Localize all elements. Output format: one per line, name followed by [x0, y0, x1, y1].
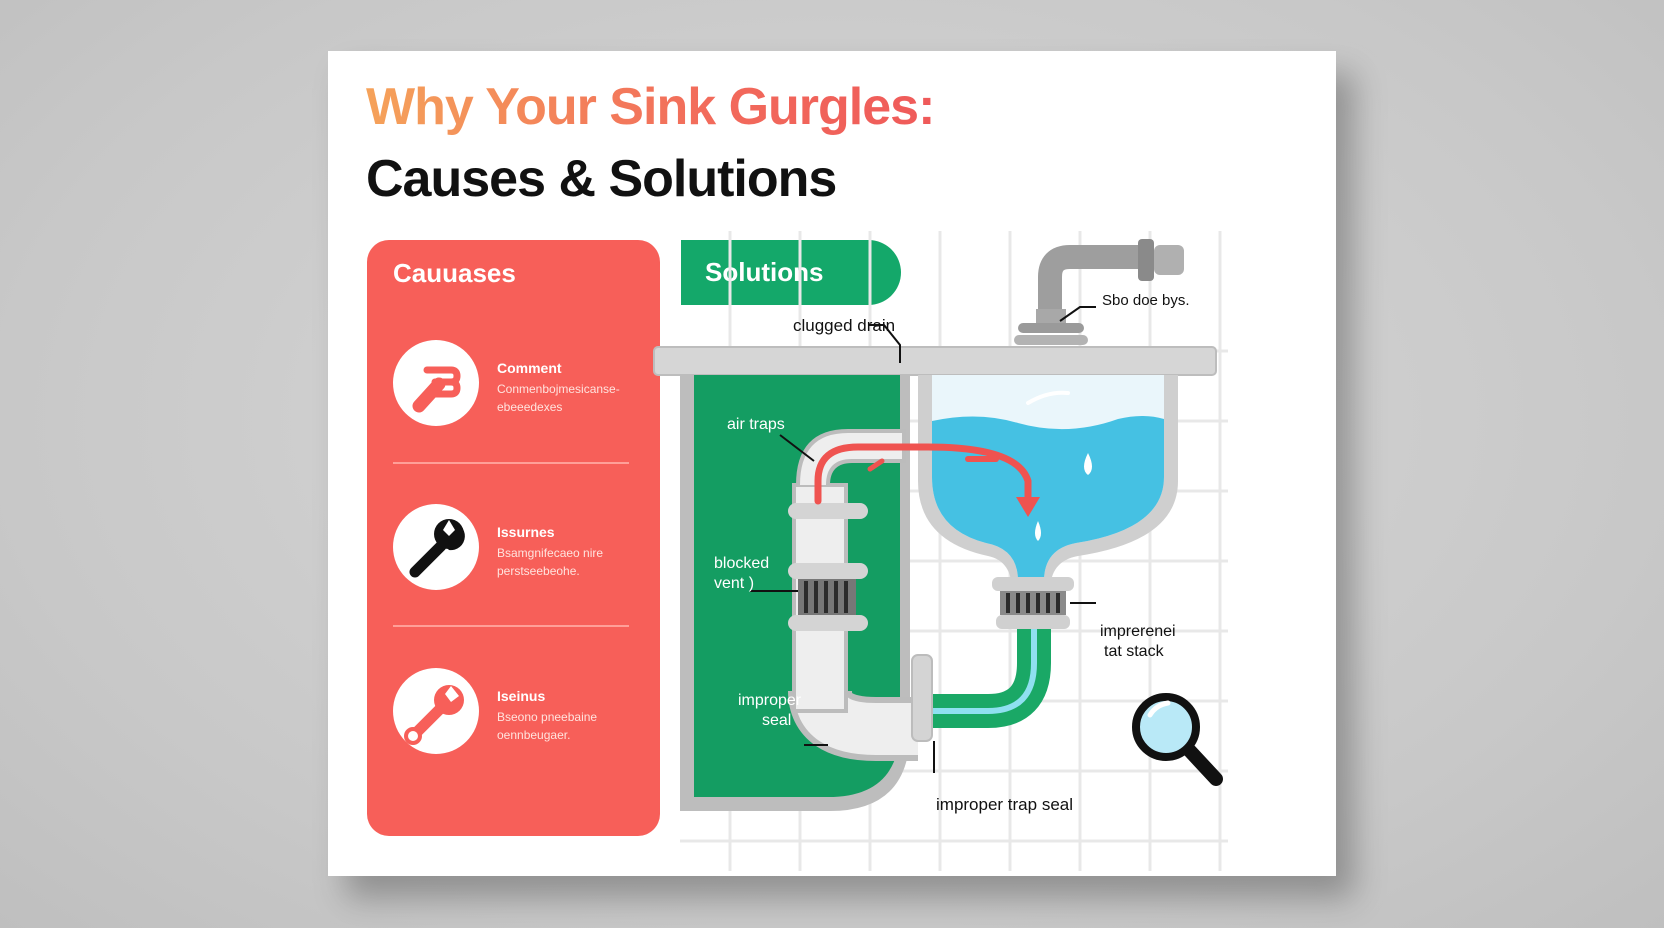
cause-name: Comment	[497, 360, 562, 376]
label-air-traps: air traps	[727, 416, 785, 433]
cause-item-2: Issurnes Bsamgnifecaeo nire perstseebeoh…	[393, 504, 643, 604]
solutions-tab: Solutions	[681, 240, 901, 305]
label-improper-seal-2: seal	[762, 712, 792, 729]
cause-desc: Conmenbojmesicanse- ebeeedexes	[497, 382, 620, 414]
flow-arrow-icon	[814, 443, 1040, 517]
label-improper-seal-1: improper	[738, 692, 802, 709]
causes-heading: Cauuases	[393, 258, 516, 288]
water-fill	[932, 416, 1164, 581]
wrench-icon	[393, 504, 479, 590]
causes-panel: Cauuases Comment Conmenbojmesicanse- ebe…	[367, 240, 660, 836]
title-line-2: Causes & Solutions	[366, 150, 837, 208]
cause-name: Iseinus	[497, 688, 546, 704]
spanner-icon	[393, 668, 479, 754]
solutions-heading: Solutions	[705, 257, 824, 287]
label-clogged-drain: clugged drain	[793, 316, 896, 335]
pipe-wrench-icon	[393, 340, 479, 426]
infographic-card: Why Your Sink Gurgles: Causes & Solution…	[328, 51, 1336, 876]
cause-item-3: Iseinus Bseono pneebaine oennbeugaer.	[393, 668, 643, 768]
label-top-right: Sbo doe bys.	[1102, 292, 1190, 309]
cause-divider	[393, 462, 629, 464]
water-drop-icon	[1084, 453, 1092, 475]
title-line-1: Why Your Sink Gurgles:	[366, 78, 935, 136]
plumbing-diagram	[653, 231, 1228, 871]
label-trap-seal: improper trap seal	[936, 795, 1074, 814]
label-blocked-vent-2: vent )	[714, 575, 755, 592]
cause-desc: Bseono pneebaine oennbeugaer.	[497, 710, 598, 742]
cause-desc: Bsamgnifecaeo nire perstseebeohe.	[497, 546, 604, 578]
cause-name: Issurnes	[497, 524, 555, 540]
label-improper-stack-1: imprerenei	[1100, 623, 1176, 640]
label-improper-stack-2: tat stack	[1104, 643, 1164, 660]
label-blocked-vent-1: blocked	[714, 555, 770, 572]
cause-item-1: Comment Conmenbojmesicanse- ebeeedexes	[393, 340, 643, 440]
magnifier-icon	[1132, 693, 1223, 786]
cause-divider	[393, 625, 629, 627]
